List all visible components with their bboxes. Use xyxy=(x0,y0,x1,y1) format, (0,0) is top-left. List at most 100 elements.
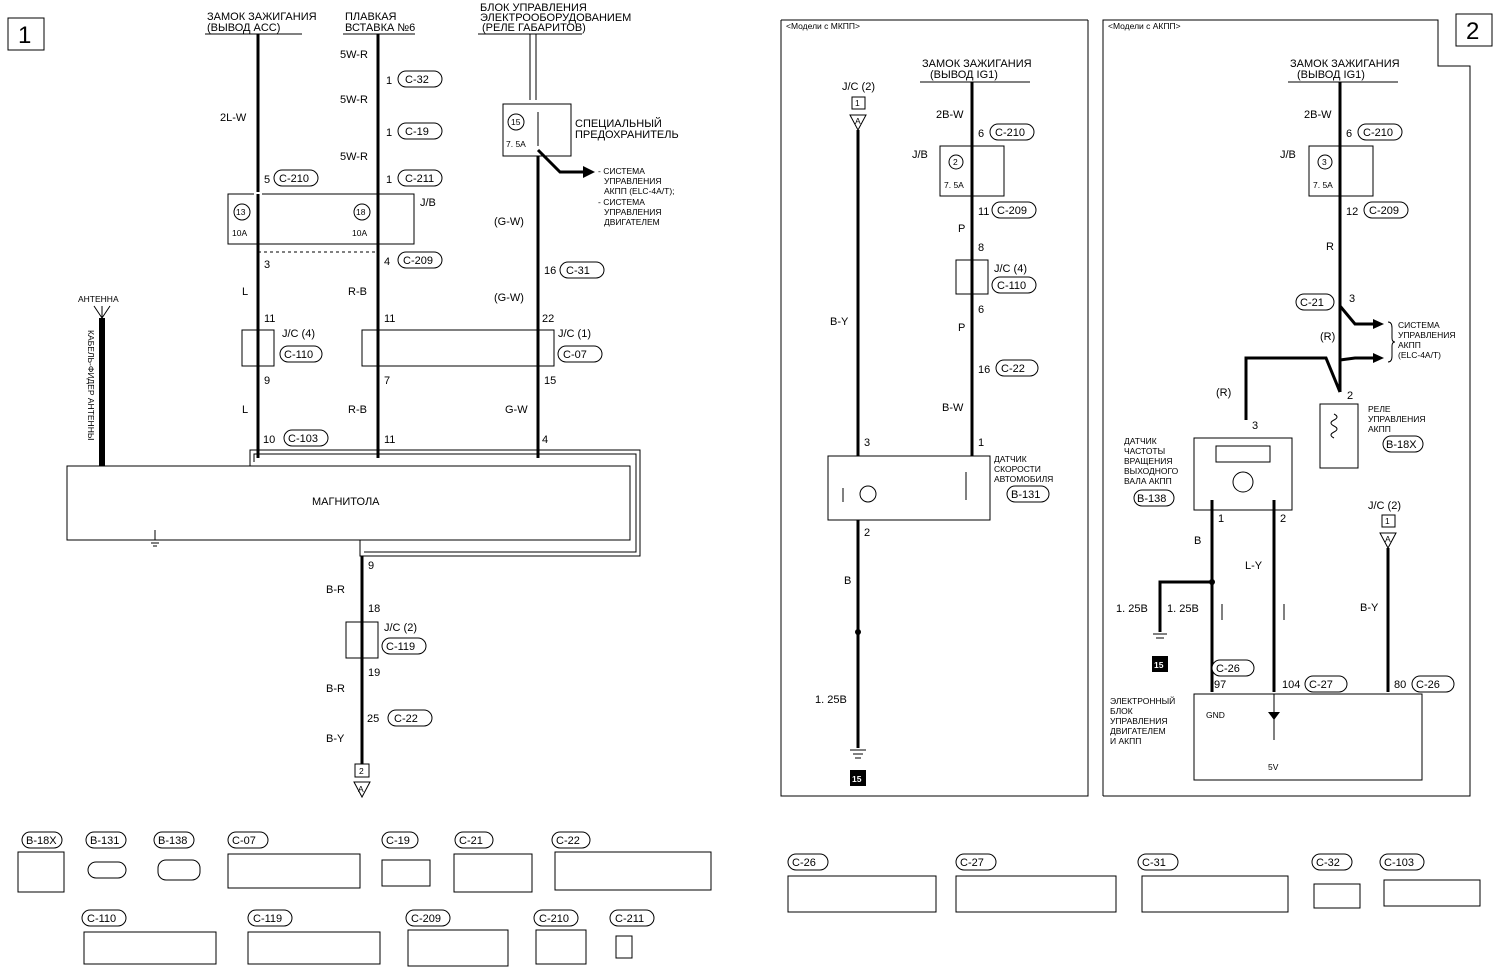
akpp-sensor-element xyxy=(1215,445,1271,463)
akpp-ref-1: 1 xyxy=(1385,516,1390,526)
c07-badge xyxy=(227,831,269,849)
akpp-wire-r: R xyxy=(1326,241,1334,253)
akpp-c26-badge xyxy=(1211,659,1255,677)
akpp-pin-3: 3 xyxy=(1349,293,1355,305)
mkpp-wire-b: B xyxy=(844,575,851,587)
akpp-ecu-5: И АКПП xyxy=(1110,736,1141,746)
c19-connector xyxy=(381,859,431,887)
mkpp-jc2-label: J/C (2) xyxy=(842,81,875,93)
conn-c211: C-211 xyxy=(405,173,434,185)
conn-c210-badge xyxy=(273,169,319,187)
akpp-gnd15-box xyxy=(1152,656,1168,672)
c21-connector xyxy=(453,853,533,893)
c27-connector xyxy=(955,875,1117,913)
wire-5w-r-2: 5W-R xyxy=(340,94,368,106)
pin-25: 25 xyxy=(367,713,379,725)
connector-legend: B-18X B-131 B-138 C-07 C-19 C-21 C-22 C-… xyxy=(17,831,1481,967)
fuse-18: 18 xyxy=(356,207,366,217)
mkpp-sensor-3: АВТОМОБИЛЯ xyxy=(994,474,1053,484)
c22-badge xyxy=(551,831,591,849)
fuse-15-amp: 7. 5A xyxy=(506,139,526,149)
mkpp-pin-2: 2 xyxy=(864,527,870,539)
c19-badge xyxy=(381,831,419,849)
akpp-pin-1: 1 xyxy=(1218,513,1224,525)
pin-11a: 11 xyxy=(264,313,275,325)
c119-label: C-119 xyxy=(253,913,282,925)
conn-c32-badge xyxy=(397,70,443,88)
akpp-sys-4: (ELC-4A/T) xyxy=(1398,350,1441,360)
jb-box xyxy=(227,193,415,245)
akpp-ecu-diode xyxy=(1268,712,1280,720)
radio-label: МАГНИТОЛА xyxy=(312,496,380,508)
akpp-ecu-2: БЛОК xyxy=(1110,706,1133,716)
akpp-wire-b-label: B xyxy=(1194,535,1201,547)
akpp-c21: C-21 xyxy=(1300,297,1324,309)
pin-11c: 11 xyxy=(384,434,395,446)
c32-badge xyxy=(1311,853,1353,871)
jc4-label: J/C (4) xyxy=(282,328,315,340)
jc1-box xyxy=(361,329,555,367)
akpp-sys-1: СИСТЕМА xyxy=(1398,320,1440,330)
radio-box xyxy=(66,465,631,541)
akpp-c210: C-210 xyxy=(1363,127,1393,139)
akpp-sensor-2: ЧАСТОТЫ xyxy=(1124,446,1165,456)
arrow-line xyxy=(536,148,585,174)
akpp-c21-badge xyxy=(1295,293,1335,311)
mkpp-c22: C-22 xyxy=(1001,363,1025,375)
arrow-sys-3: АКПП (ELC-4A/T); xyxy=(604,186,675,196)
akpp-sys-head-1 xyxy=(1373,319,1384,329)
conn-c07-badge xyxy=(557,345,603,363)
arrow-sys-6: ДВИГАТЕЛЕМ xyxy=(604,217,660,227)
b18x-badge xyxy=(21,831,63,849)
akpp-c27: C-27 xyxy=(1309,679,1333,691)
pin-1a: 1 xyxy=(386,75,392,87)
akpp-c26b-badge xyxy=(1411,675,1455,693)
akpp-b138: B-138 xyxy=(1137,493,1166,505)
wire-r-b-2: R-B xyxy=(348,404,367,416)
mkpp-src-2: (ВЫВОД IG1) xyxy=(930,69,998,81)
c119-connector xyxy=(247,931,381,965)
conn-c31: C-31 xyxy=(566,265,590,277)
conn-c103-badge xyxy=(283,429,329,447)
mkpp-b131-badge xyxy=(1006,485,1050,503)
b138-badge xyxy=(153,831,195,849)
akpp-ref-1-box xyxy=(1381,514,1396,528)
akpp-sys-arrow-1 xyxy=(1338,305,1375,326)
akpp-ecu-4: ДВИГАТЕЛЕМ xyxy=(1110,726,1166,736)
pin-1c: 1 xyxy=(386,174,392,186)
pin-5: 5 xyxy=(264,174,270,186)
akpp-fuse-circle xyxy=(1317,154,1333,170)
conn-c210: C-210 xyxy=(279,173,309,185)
akpp-gnd-label: GND xyxy=(1206,710,1225,720)
antenna-label: АНТЕННА xyxy=(78,294,119,304)
akpp-sensor-1: ДАТЧИК xyxy=(1124,436,1157,446)
akpp-src-2: (ВЫВОД IG1) xyxy=(1297,69,1365,81)
akpp-sys-head-2 xyxy=(1373,353,1384,363)
mkpp-splice xyxy=(855,629,861,635)
c22-connector xyxy=(554,851,712,891)
akpp-pin-3b: 3 xyxy=(1252,420,1258,432)
c210-badge xyxy=(533,909,579,927)
mkpp-c210: C-210 xyxy=(995,127,1025,139)
src-ecu-line1: БЛОК УПРАВЛЕНИЯ xyxy=(480,2,587,14)
mkpp-c209-badge xyxy=(991,201,1037,219)
akpp-sys-2: УПРАВЛЕНИЯ xyxy=(1398,330,1456,340)
c31-badge xyxy=(1137,853,1179,871)
akpp-pin-12: 12 xyxy=(1346,206,1358,218)
c210-connector xyxy=(535,929,587,965)
akpp-c26: C-26 xyxy=(1216,663,1240,675)
mkpp-b131: B-131 xyxy=(1011,489,1040,501)
mkpp-ref-1-box xyxy=(851,96,866,110)
pin-10: 10 xyxy=(263,434,275,446)
mkpp-section: <Модели с МКПП> J/C (2) 1 A B-Y 3 2 B 1.… xyxy=(780,19,1089,797)
c210-label: C-210 xyxy=(539,913,569,925)
wire-l-1: L xyxy=(242,286,248,298)
src-ign-line1: ЗАМОК ЗАЖИГАНИЯ xyxy=(207,11,317,23)
pin-4b: 4 xyxy=(542,434,548,446)
akpp-wire-125b-2: 1. 25B xyxy=(1167,603,1199,615)
c103-label: C-103 xyxy=(1384,857,1414,869)
pin-9: 9 xyxy=(264,375,270,387)
page-number-box-2 xyxy=(1455,13,1493,47)
mkpp-gnd15-box xyxy=(850,770,866,786)
arrow-sys-5: УПРАВЛЕНИЯ xyxy=(604,207,662,217)
